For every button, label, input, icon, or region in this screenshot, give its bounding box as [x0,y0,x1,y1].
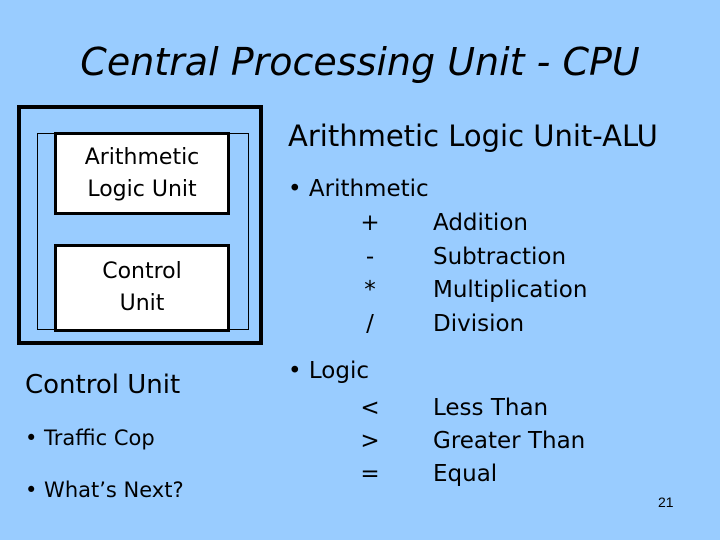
arithmetic-op-row: * Multiplication [340,274,660,306]
logic-op-row: = Equal [340,458,660,490]
control-unit-box: Control Unit [54,244,230,332]
arithmetic-op-row: - Subtraction [340,241,660,273]
arithmetic-op-row: + Addition [340,207,660,239]
logic-label: • Logic [288,358,369,384]
operator-symbol: = [360,461,380,487]
operator-symbol: + [360,210,380,236]
operator-symbol: > [360,428,380,454]
operator-name: Subtraction [433,244,567,270]
operator-symbol: - [365,244,375,270]
control-unit-heading: Control Unit [25,370,181,400]
operator-name: Less Than [433,395,549,421]
operator-name: Equal [433,461,498,487]
alu-heading: Arithmetic Logic Unit-ALU [288,119,658,153]
operator-name: Greater Than [433,428,586,454]
slide-title: Central Processing Unit - CPU [80,40,640,84]
operator-symbol: < [360,395,380,421]
arithmetic-label: • Arithmetic [288,176,429,202]
control-unit-bullet: • Traffic Cop [25,426,155,450]
alu-box: Arithmetic Logic Unit [54,132,230,215]
logic-op-row: < Less Than [340,392,660,424]
control-unit-bullet: • What’s Next? [25,478,184,502]
operator-name: Division [433,311,525,337]
operator-symbol: * [364,277,376,303]
operator-name: Multiplication [433,277,588,303]
operator-symbol: / [366,311,374,337]
operator-name: Addition [433,210,528,236]
page-number: 21 [658,494,674,510]
logic-op-row: > Greater Than [340,425,660,457]
arithmetic-op-row: / Division [340,308,660,340]
